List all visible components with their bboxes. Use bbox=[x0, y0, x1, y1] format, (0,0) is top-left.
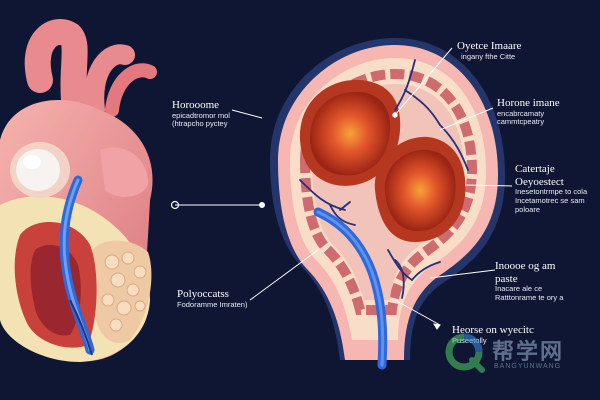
label-bottom-right-title: Heorse on wyecitc bbox=[452, 324, 534, 336]
label-right-upper-sub1: encabrcamaty bbox=[497, 108, 545, 118]
label-right-mid-sub3: poloare bbox=[515, 204, 541, 214]
label-right-low-sub2: Ratttonrame te ory a bbox=[495, 292, 564, 302]
label-right-upper-sub2: cammtcpeatry bbox=[497, 117, 545, 127]
label-left-low-title: Polyoccatss bbox=[177, 288, 229, 300]
label-left-low: Polyoccatss Fodoramme Imraten) bbox=[177, 288, 247, 309]
label-right-mid-title2: Oeyoestect bbox=[515, 175, 564, 188]
label-left-mid-sub2: (htrapcho pyctey bbox=[172, 119, 228, 129]
label-right-upper-title: Horone imane bbox=[497, 97, 560, 109]
label-right-mid-title1: Catertaje bbox=[515, 163, 555, 175]
label-right-mid: Catertaje Oeyoestect Inesetontrmpe to co… bbox=[515, 163, 587, 214]
label-left-low-sub: Fodoramme Imraten) bbox=[177, 299, 248, 309]
watermark-english-text: BANGYUNWANG bbox=[494, 363, 562, 370]
label-top-right: Oyetce Imaare ingany fthe Citte bbox=[457, 40, 521, 61]
organ-cross-section-illustration bbox=[270, 38, 505, 370]
watermark-chinese-text: 帮学网 bbox=[492, 340, 565, 365]
callout-lines bbox=[170, 47, 513, 330]
label-right-low-sub1: Inacare ale ce bbox=[495, 284, 543, 294]
watermark: 帮学网 BANGYUNWANG bbox=[444, 330, 594, 378]
label-top-right-title: Oyetce Imaare bbox=[457, 40, 522, 52]
label-left-mid: Horooome epicadtromor mol (htrapcho pyct… bbox=[172, 99, 230, 129]
label-right-upper: Horone imane encabrcamaty cammtcpeatry bbox=[497, 97, 560, 127]
label-top-right-sub: ingany fthe Citte bbox=[461, 51, 516, 61]
heart-illustration bbox=[0, 19, 157, 362]
label-right-low: Inoooe og am paste Inacare ale ce Rattto… bbox=[495, 260, 563, 303]
label-right-mid-sub2: Incetamotrec se sam bbox=[515, 195, 585, 205]
label-right-low-title2: paste bbox=[495, 272, 518, 285]
label-right-low-title: Inoooe og am bbox=[495, 260, 556, 272]
label-left-mid-sub1: epicadtromor mol bbox=[172, 110, 230, 120]
label-right-mid-sub1: Inesetontrmpe to cola bbox=[515, 187, 588, 197]
label-left-mid-title: Horooome bbox=[172, 99, 220, 111]
watermark-logo-icon bbox=[445, 333, 485, 373]
